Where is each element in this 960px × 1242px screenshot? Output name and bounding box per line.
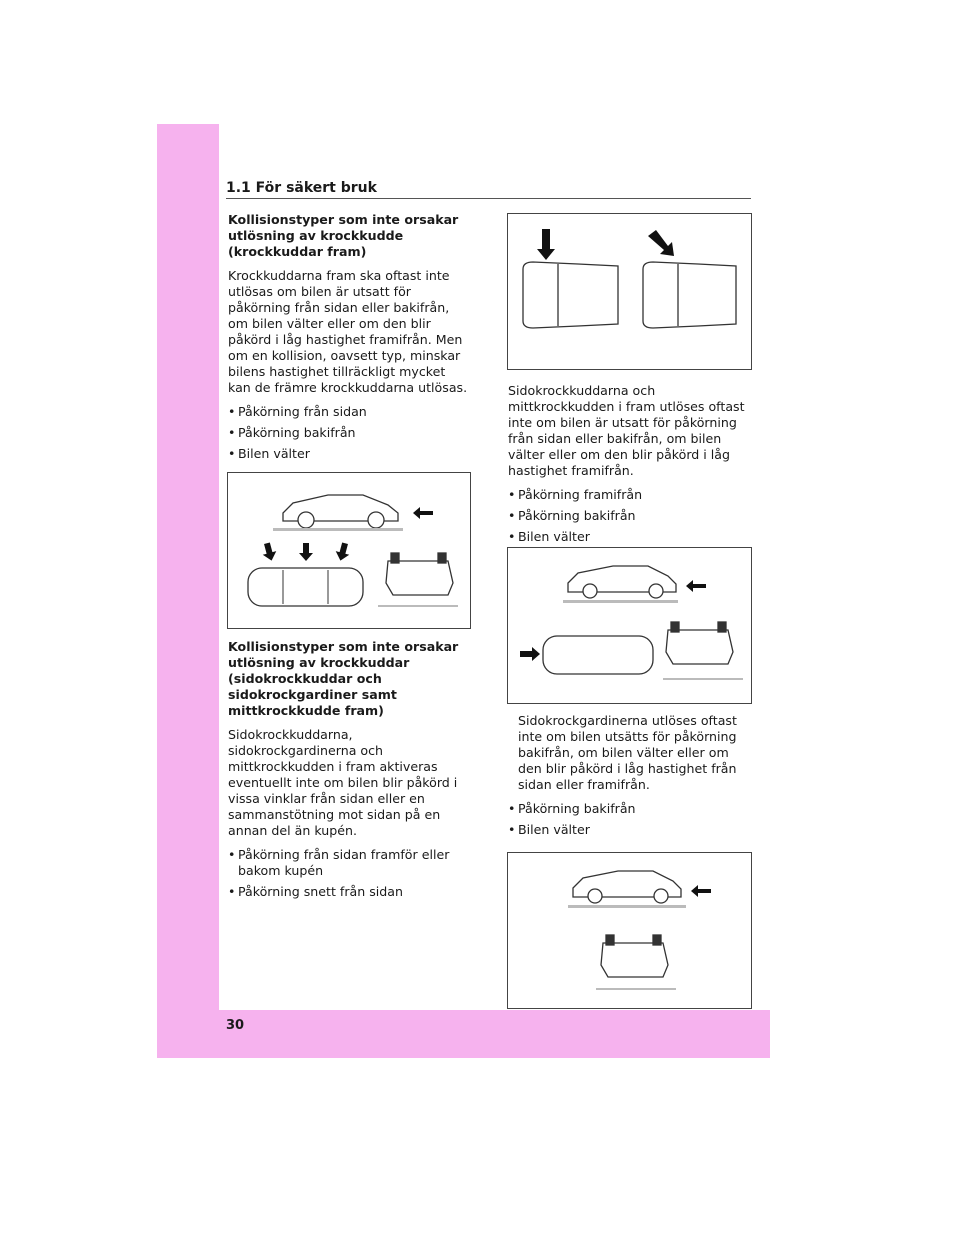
side-impact-illustration <box>522 229 737 329</box>
figure-front-airbag-collisions <box>227 472 471 629</box>
bullet-list-front: Påkörning från sidan Påkörning bakifrån … <box>228 404 468 462</box>
list-item: Påkörning bakifrån <box>228 425 468 441</box>
right-column: Sidokrockkuddarna och mittkrockkudden i … <box>508 383 752 553</box>
left-column-lower: Kollisionstyper som inte orsakar utlösni… <box>228 639 468 908</box>
list-item: Påkörning från sidan framför eller bakom… <box>228 847 468 879</box>
bullet-list-side: Påkörning från sidan framför eller bakom… <box>228 847 468 900</box>
list-item: Bilen välter <box>228 446 468 462</box>
list-item: Påkörning framifrån <box>508 487 752 503</box>
heading-side-airbags: Kollisionstyper som inte orsakar utlösni… <box>228 639 459 718</box>
collision-illustration-3 <box>568 870 711 990</box>
list-item: Påkörning från sidan <box>228 404 468 420</box>
heading-front-airbags: Kollisionstyper som inte orsakar utlösni… <box>228 212 459 259</box>
figure-side-airbag-collisions <box>507 547 752 704</box>
list-item: Påkörning snett från sidan <box>228 884 468 900</box>
right-column-lower: Sidokrockgardinerna utlöses oftast inte … <box>508 713 752 846</box>
paragraph-side-center-airbags: Sidokrockkuddarna och mittkrockkudden i … <box>508 383 745 478</box>
list-item: Påkörning bakifrån <box>508 508 752 524</box>
list-item: Bilen välter <box>508 822 752 838</box>
collision-illustration <box>247 494 458 607</box>
paragraph-curtain-airbags: Sidokrockgardinerna utlöses oftast inte … <box>518 713 737 792</box>
paragraph-side-airbags: Sidokrockkuddarna, sidokrockgardinerna o… <box>228 727 458 838</box>
left-column: Kollisionstyper som inte orsakar utlösni… <box>228 212 468 470</box>
bullet-list-right-2: Påkörning bakifrån Bilen välter <box>508 801 752 838</box>
list-item: Påkörning bakifrån <box>508 801 752 817</box>
header-rule <box>226 198 751 199</box>
paragraph-front-airbags: Krockkuddarna fram ska oftast inte utlös… <box>228 268 468 395</box>
section-title: 1.1 För säkert bruk <box>226 180 377 196</box>
chapter-tab-band <box>157 124 219 1058</box>
bullet-list-right-1: Påkörning framifrån Påkörning bakifrån B… <box>508 487 752 545</box>
figure-curtain-airbag-collisions <box>507 852 752 1009</box>
figure-side-impact-angles <box>507 213 752 370</box>
page-number: 30 <box>226 1018 245 1033</box>
list-item: Bilen välter <box>508 529 752 545</box>
footer-band <box>157 1010 770 1058</box>
collision-illustration-2 <box>520 565 743 680</box>
